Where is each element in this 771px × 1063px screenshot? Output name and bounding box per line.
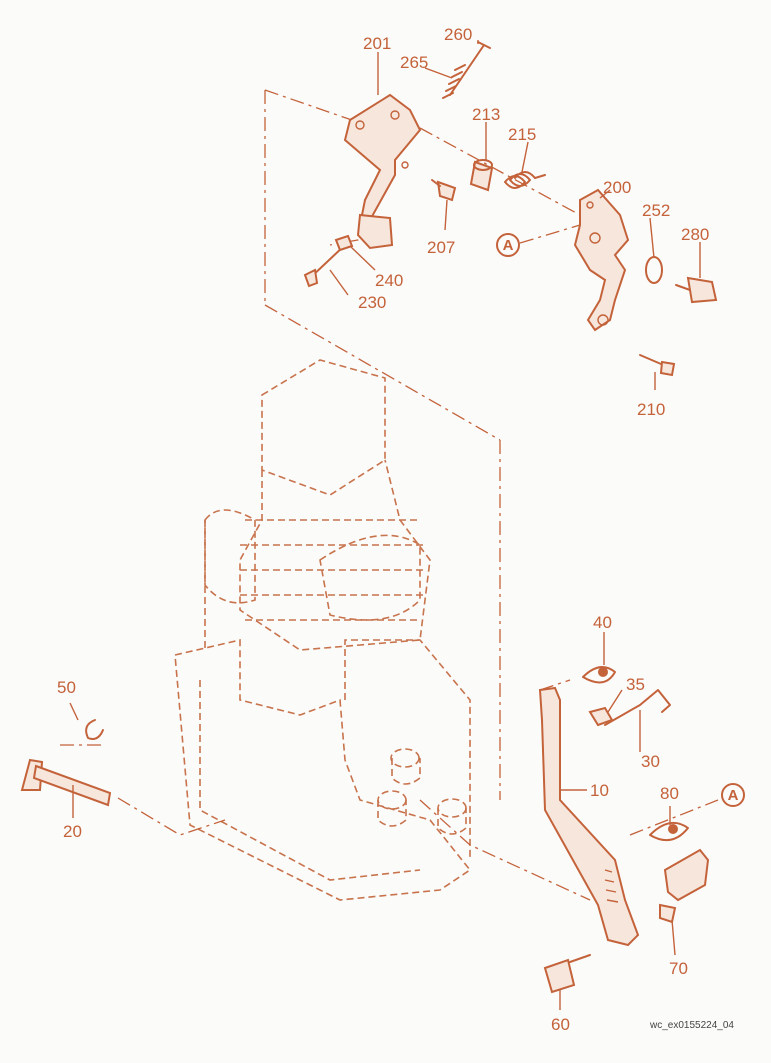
label-30: 30 [641,752,660,771]
screw-210 [639,354,676,377]
nut-240 [334,234,354,252]
callout-leaders [69,40,701,1010]
screw-230 [303,244,346,288]
label-280: 280 [681,225,709,244]
label-50: 50 [57,678,76,697]
label-230: 230 [358,293,386,312]
bolt-60 [543,954,591,994]
label-260: 260 [444,25,472,44]
clip-50 [85,719,104,740]
collar-213 [469,159,494,192]
bolt-280 [675,276,718,304]
spring-215 [504,171,546,189]
label-210: 210 [637,400,665,419]
label-60: 60 [551,1015,570,1034]
svg-text:A: A [503,237,514,254]
label-35: 35 [626,675,645,694]
spring-265 [442,64,466,99]
label-10: 10 [590,781,609,800]
clip-35 [588,706,614,727]
label-40: 40 [593,613,612,632]
label-201: 201 [363,34,391,53]
assembly-guide-lines [60,89,719,901]
engine-block-outline [174,359,472,901]
label-70: 70 [669,959,688,978]
label-200: 200 [603,178,631,197]
label-265: 265 [400,53,428,72]
arm-200 [573,188,630,332]
bracket-201 [343,93,422,250]
label-215: 215 [508,125,536,144]
svg-text:A: A [728,787,739,804]
cover-70 [659,848,710,924]
bolt-207 [431,179,457,202]
rod-20 [20,758,112,807]
label-20: 20 [63,822,82,841]
spring-40 [582,666,616,684]
label-207: 207 [427,238,455,257]
part-labels: 201 260 265 213 215 200 252 280 207 240 … [57,25,709,1034]
label-252: 252 [642,201,670,220]
spring-30 [604,689,671,726]
label-213: 213 [472,105,500,124]
spring-80 [649,821,689,842]
label-80: 80 [660,784,679,803]
figure-code: wc_ex0155224_04 [649,1020,734,1031]
lever-10 [538,686,640,947]
washer-252 [645,256,663,284]
ref-mark-a-top: A [496,233,520,257]
ref-mark-a-bottom: A [721,783,745,807]
label-240: 240 [375,271,403,290]
